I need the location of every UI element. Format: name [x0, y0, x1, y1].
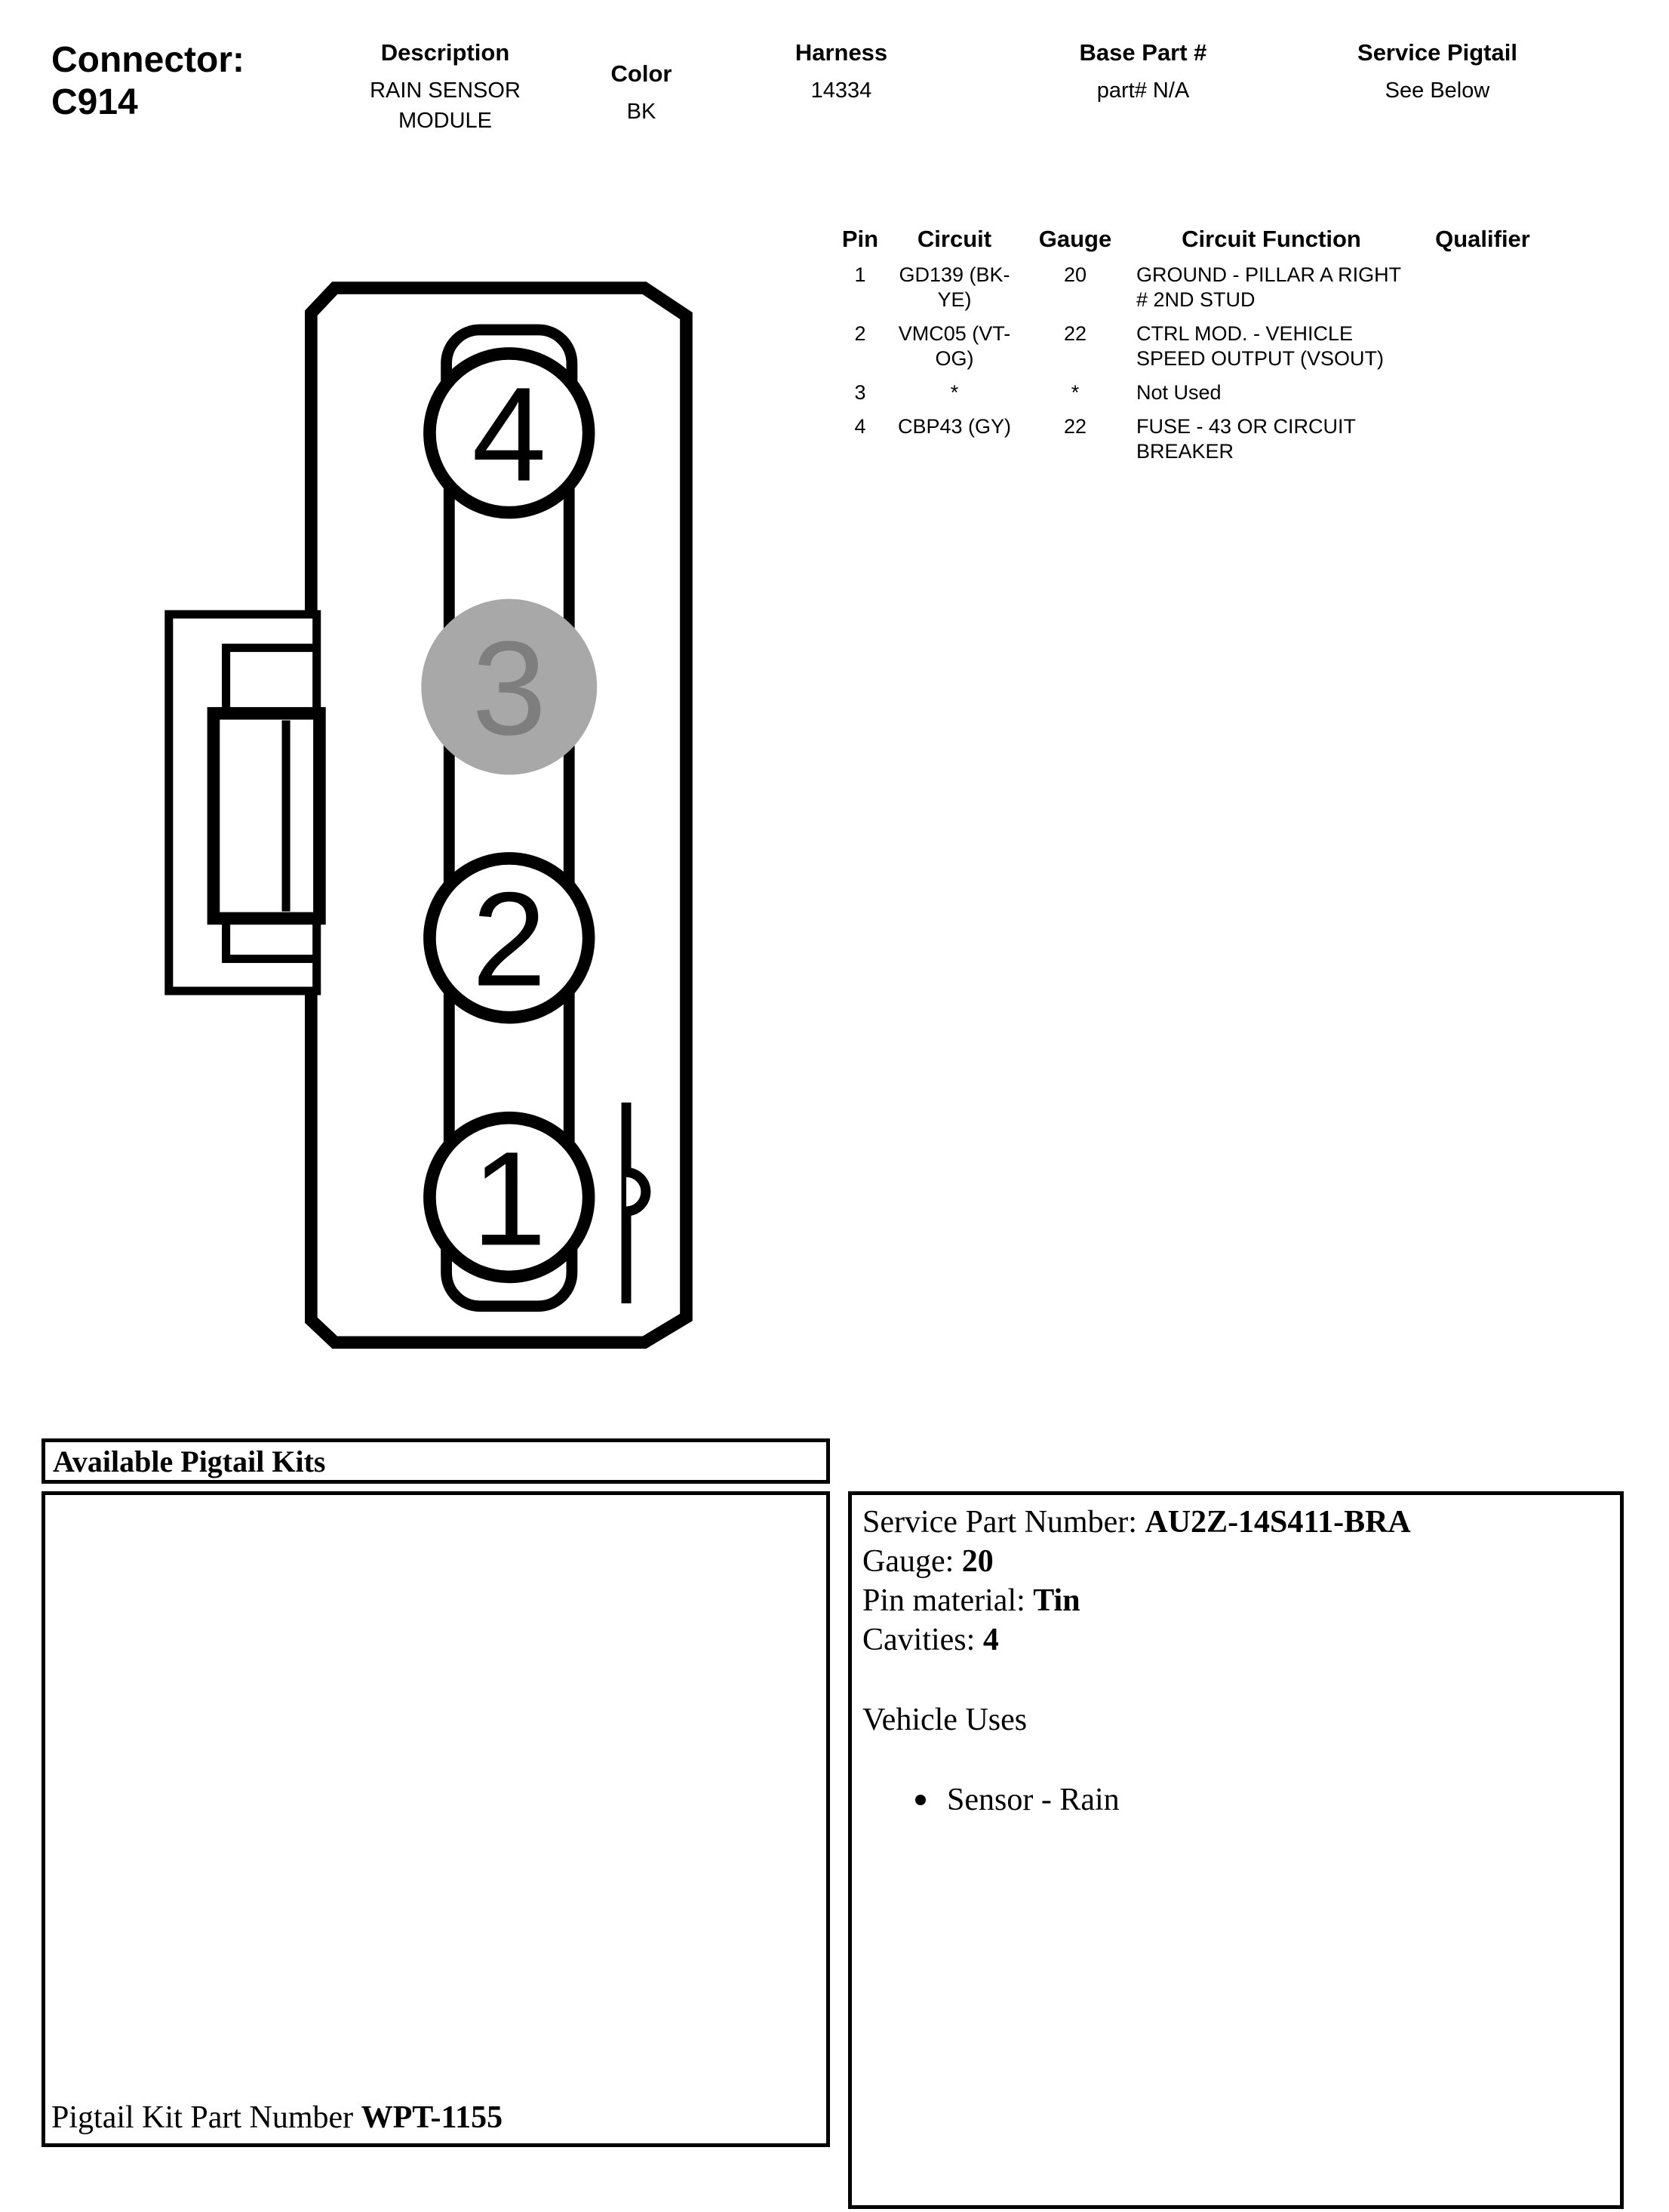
pin-table: Pin Circuit Gauge Circuit Function Quali… [830, 225, 1569, 464]
index-notch [625, 1167, 651, 1217]
header-col-service-pigtail: Service Pigtail See Below [1313, 39, 1562, 106]
circuit-function-cell: FUSE - 43 OR CIRCUIT BREAKER [1136, 415, 1356, 463]
col-header-circuit: Circuit [917, 226, 992, 252]
table-row: 1 GD139 (BK-YE) 20 GROUND - PILLAR A RIG… [830, 263, 1569, 312]
col-header-gauge: Gauge [1038, 226, 1112, 252]
pigtail-kits-title-box: Available Pigtail Kits [41, 1438, 830, 1484]
mount-bracket-inner [207, 706, 326, 925]
col-header-pin: Pin [841, 226, 879, 252]
circuit-function-cell: CTRL MOD. - VEHICLE SPEED OUTPUT (VSOUT) [1136, 322, 1385, 370]
vehicle-use-label: Sensor - Rain [947, 1783, 1120, 1817]
pin-material-value: Tin [1033, 1583, 1080, 1618]
pigtail-kit-part-line: Pigtail Kit Part Number WPT-1155 [51, 2100, 503, 2136]
table-row: 3 * * Not Used [830, 380, 1569, 405]
pin-3-number: 3 [472, 613, 546, 763]
pin-3-cavity-unused [421, 598, 598, 775]
col-header-qualifier: Qualifier [1435, 226, 1530, 252]
vehicle-uses-list: Sensor - Rain [862, 1782, 1609, 1818]
service-pigtail-label: Service Pigtail [1357, 39, 1517, 66]
connector-face-view: 4 3 2 1 [164, 281, 693, 1349]
pin-material-label: Pin material: [862, 1583, 1025, 1618]
pin-number-cell: 1 [854, 263, 866, 286]
col-header-circuit-function: Circuit Function [1182, 226, 1361, 252]
color-label: Color [610, 60, 672, 87]
description-value: RAIN SENSOR MODULE [370, 78, 521, 133]
gauge-cell: 20 [1063, 263, 1087, 286]
bullet-icon [915, 1795, 926, 1805]
color-value: BK [626, 100, 656, 124]
pin-4-number: 4 [472, 359, 546, 509]
service-part-line: Service Part Number: AU2Z-14S411-BRA [862, 1503, 1609, 1542]
service-part-number: AU2Z-14S411-BRA [1145, 1505, 1411, 1540]
cavities-value: 4 [982, 1623, 999, 1657]
circuit-function-cell: Not Used [1136, 381, 1222, 404]
pigtail-kits-title: Available Pigtail Kits [53, 1444, 326, 1478]
circuit-cell: GD139 (BK-YE) [899, 263, 1010, 311]
pigtail-kits-body-box: Pigtail Kit Part Number WPT-1155 [41, 1491, 830, 2147]
mount-bracket-step-bottom [222, 919, 317, 964]
connector-diagram: 4 3 2 1 [140, 272, 718, 1364]
circuit-cell: VMC05 (VT-OG) [898, 322, 1011, 370]
pin-1-cavity [423, 1111, 595, 1284]
table-row: 2 VMC05 (VT-OG) 22 CTRL MOD. - VEHICLE S… [830, 321, 1569, 371]
service-details-box: Service Part Number: AU2Z-14S411-BRA Gau… [848, 1491, 1624, 2209]
service-pigtail-value: See Below [1385, 78, 1490, 103]
circuit-cell: * [950, 381, 959, 404]
gauge-cell: 22 [1063, 415, 1087, 438]
pigtail-kit-part-label: Pigtail Kit Part Number [51, 2100, 354, 2135]
pin-1-number: 1 [472, 1123, 546, 1273]
vehicle-uses-title: Vehicle Uses [862, 1703, 1028, 1737]
circuit-cell: CBP43 (GY) [897, 415, 1012, 438]
base-part-value: part# N/A [1096, 78, 1190, 103]
service-part-label: Service Part Number: [862, 1505, 1137, 1540]
pin-table-header-row: Pin Circuit Gauge Circuit Function Quali… [830, 225, 1569, 254]
pin-number-cell: 2 [854, 322, 866, 345]
gauge-label: Gauge: [862, 1544, 954, 1579]
pin-number-cell: 3 [854, 381, 866, 404]
description-label: Description [380, 39, 510, 66]
connector-id: C914 [51, 82, 138, 122]
gauge-line: Gauge: 20 [862, 1542, 1609, 1581]
harness-label: Harness [795, 39, 888, 66]
gauge-cell: * [1071, 381, 1080, 404]
circuit-function-cell: GROUND - PILLAR A RIGHT # 2ND STUD [1136, 263, 1401, 311]
base-part-label: Base Part # [1079, 39, 1207, 66]
pin-number-cell: 4 [854, 415, 866, 438]
list-item: Sensor - Rain [862, 1782, 1609, 1818]
pigtail-kit-part-number: WPT-1155 [361, 2100, 503, 2135]
cavities-label: Cavities: [862, 1623, 976, 1657]
connector-title: Connector: C914 [51, 39, 244, 124]
header-col-base-part: Base Part # part# N/A [1026, 39, 1260, 106]
pin-2-cavity [423, 852, 595, 1024]
pin-4-cavity [423, 347, 595, 519]
harness-value: 14334 [810, 78, 872, 103]
connector-title-label: Connector: [51, 40, 244, 80]
pin-material-line: Pin material: Tin [862, 1581, 1609, 1620]
table-row: 4 CBP43 (GY) 22 FUSE - 43 OR CIRCUIT BRE… [830, 414, 1569, 464]
pin-2-number: 2 [472, 864, 546, 1014]
header-col-color: Color BK [581, 60, 702, 127]
cavities-line: Cavities: 4 [862, 1620, 1609, 1660]
gauge-cell: 22 [1063, 322, 1087, 345]
mount-bracket-step-top [222, 643, 317, 711]
gauge-value: 20 [961, 1544, 994, 1579]
header-col-harness: Harness 14334 [755, 39, 928, 106]
header-col-description: Description RAIN SENSOR MODULE [347, 39, 543, 136]
